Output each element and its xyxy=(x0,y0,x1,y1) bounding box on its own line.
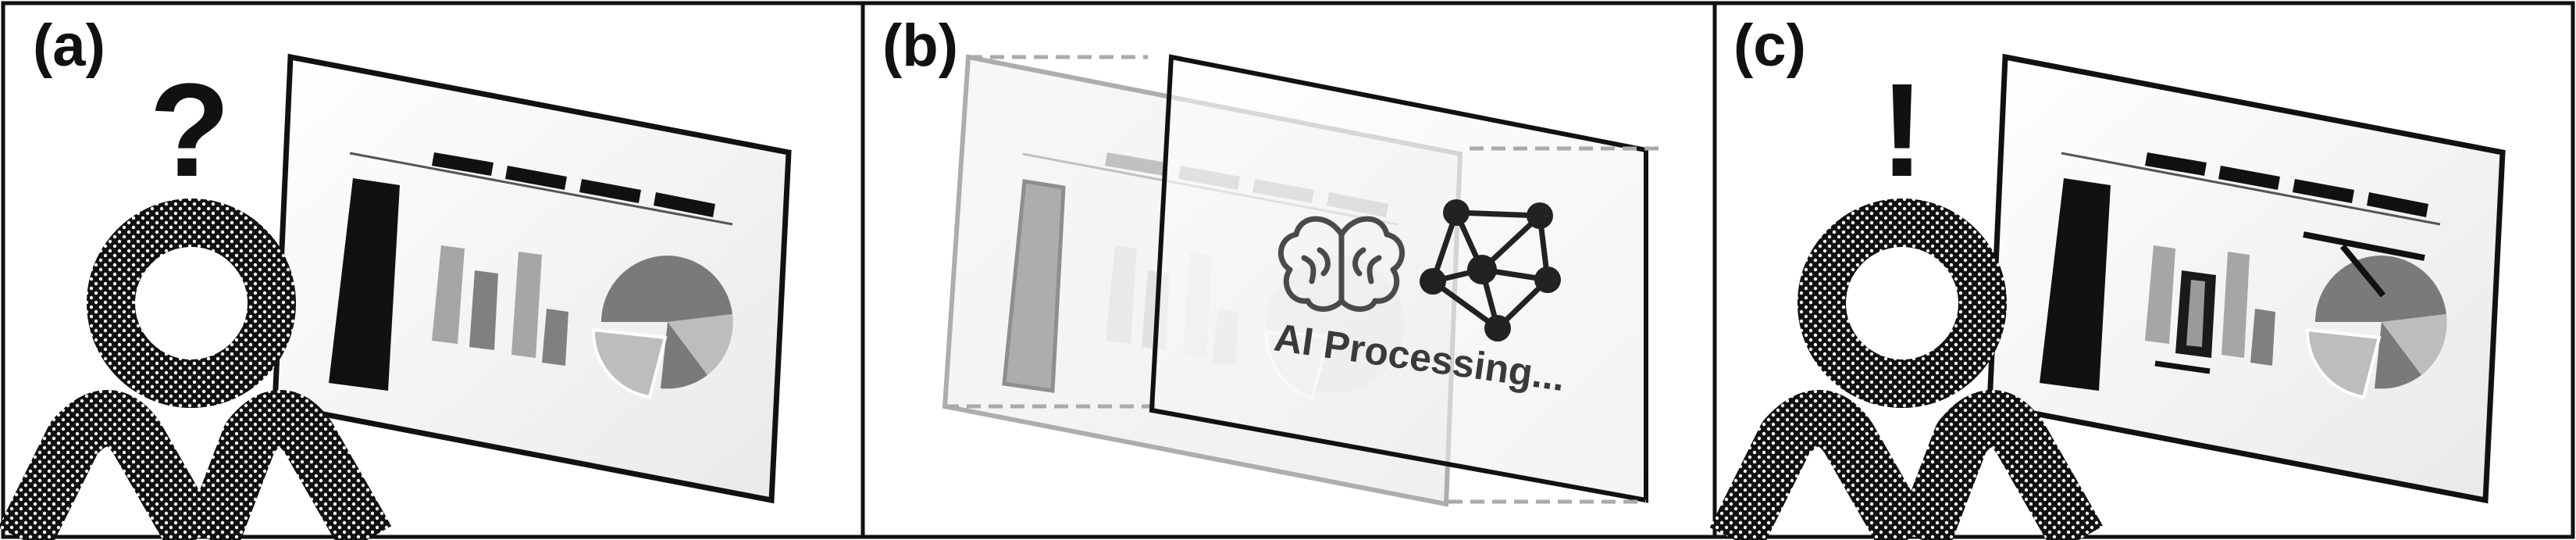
pie-pointer xyxy=(2339,244,2386,298)
bar-chart xyxy=(2145,245,2275,374)
panel-label-c: (c) xyxy=(1733,13,1806,79)
slide-rule xyxy=(349,152,733,226)
slide xyxy=(272,53,792,504)
slide-sidebar xyxy=(329,178,400,391)
network-graph-icon xyxy=(1420,199,1561,342)
panel-a: (a) ? xyxy=(0,13,792,540)
slide-rule xyxy=(2061,152,2441,226)
pie-annotation-bar xyxy=(2303,231,2425,261)
dashed-outline xyxy=(945,55,1156,409)
question-mark: ? xyxy=(149,56,230,205)
panel-label-b: (b) xyxy=(882,13,958,79)
bar-underline xyxy=(2154,360,2211,374)
slide-sidebar xyxy=(2040,178,2111,391)
slide-title-dashes xyxy=(2145,152,2428,217)
panel-b: (b) xyxy=(882,13,1663,507)
brain-icon xyxy=(1277,216,1406,312)
slide-title-dashes xyxy=(432,152,715,217)
back-slide-sidebar xyxy=(1002,179,1066,393)
panel-c: (c) ! xyxy=(1709,13,2506,540)
slide xyxy=(1986,53,2506,504)
bar-chart xyxy=(432,245,568,366)
person-icon xyxy=(1709,198,2104,540)
pie-chart xyxy=(591,256,733,399)
exclamation-mark: ! xyxy=(1880,56,1925,205)
person-icon xyxy=(0,198,392,540)
panel-label-a: (a) xyxy=(33,13,105,79)
